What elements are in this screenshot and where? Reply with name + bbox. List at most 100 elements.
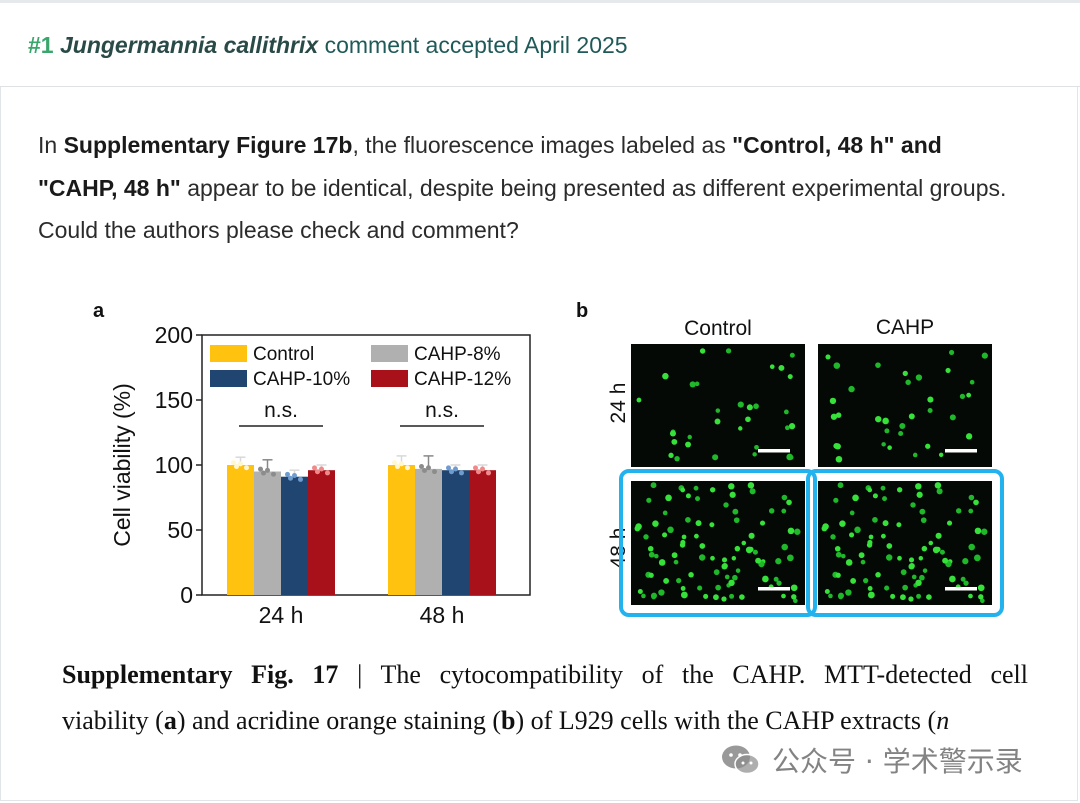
cell-dot — [651, 594, 657, 600]
cell-dot — [648, 551, 655, 558]
cell-dot — [939, 549, 945, 555]
cell-dot — [908, 596, 914, 602]
cell-dot — [919, 574, 925, 581]
data-point — [298, 476, 303, 482]
y-tick-label: 50 — [167, 517, 193, 543]
column-label-cahp: CAHP — [876, 316, 934, 339]
cell-dot — [896, 487, 903, 493]
cell-dot — [729, 593, 735, 599]
y-axis-label: Cell viability (%) — [109, 383, 135, 547]
cell-dot — [676, 577, 682, 584]
watermark: 公众号 · 学术警示录 — [720, 740, 1023, 780]
cell-dot — [721, 557, 728, 563]
cell-dot — [721, 563, 728, 570]
cell-dot — [835, 572, 841, 578]
cell-dot — [732, 508, 739, 515]
comment-bold-figure-ref: Supplementary Figure 17b — [63, 132, 353, 158]
cell-dot — [902, 584, 909, 591]
cell-dot — [775, 558, 782, 565]
cell-dot — [786, 554, 794, 562]
cell-dot — [868, 534, 874, 540]
cell-dot — [728, 483, 735, 490]
cell-dot — [685, 441, 692, 448]
cell-dot — [789, 352, 795, 358]
data-point — [258, 466, 263, 472]
x-tick-label: 48 h — [420, 602, 465, 628]
cell-dot — [968, 593, 973, 599]
cell-dot — [755, 557, 762, 564]
cell-dot — [781, 593, 786, 599]
cell-dot — [925, 443, 931, 449]
legend-label: CAHP-8% — [414, 344, 501, 365]
top-border — [0, 0, 1080, 3]
cell-dot — [965, 433, 973, 440]
comment-title[interactable]: #1 Jungermannia callithrix comment accep… — [28, 32, 628, 59]
scale-bar — [758, 587, 790, 591]
data-point — [231, 460, 236, 466]
comment-status: comment accepted April 2025 — [324, 32, 628, 58]
data-point — [446, 465, 451, 471]
cell-dot — [902, 370, 908, 377]
cell-dot — [787, 374, 793, 380]
cell-dot — [745, 546, 753, 554]
cell-dot — [942, 557, 949, 564]
cell-dot — [898, 430, 904, 437]
cell-dot — [834, 545, 841, 552]
cell-dot — [882, 496, 887, 502]
cell-dot — [850, 577, 857, 584]
cell-dot — [849, 510, 855, 516]
cell-dot — [959, 393, 966, 399]
cell-dot — [669, 430, 676, 437]
cell-dot — [973, 554, 981, 562]
cell-dot — [920, 517, 927, 524]
data-point — [234, 464, 239, 470]
cell-dot — [787, 527, 795, 535]
cell-dot — [668, 452, 674, 458]
cell-dot — [703, 593, 709, 599]
cell-dot — [908, 413, 915, 420]
cell-dot — [845, 559, 853, 566]
cell-dot — [966, 392, 972, 398]
legend-swatch — [371, 345, 408, 362]
caption-bold-title: Supplementary Fig. 17 — [62, 660, 339, 689]
cell-dot — [841, 553, 846, 559]
significance-label: n.s. — [264, 399, 298, 422]
row-label-48h: 48 h — [607, 528, 630, 569]
cell-dot — [918, 556, 924, 561]
cell-dot — [900, 594, 906, 601]
caption-text-1: | The cytocompatibility of the CAHP. MTT… — [338, 660, 1028, 689]
cell-dot — [945, 367, 951, 373]
cell-dot — [837, 482, 844, 489]
species-name: Jungermannia callithrix — [59, 32, 319, 58]
bar — [388, 465, 415, 595]
cell-dot — [713, 594, 719, 601]
cell-dot — [910, 502, 916, 508]
comment-header: #1 Jungermannia callithrix comment accep… — [0, 4, 1080, 87]
cell-dot — [783, 409, 789, 415]
cell-dot — [759, 520, 766, 526]
cell-dot — [748, 532, 755, 539]
cell-dot — [973, 499, 979, 506]
cell-dot — [794, 528, 801, 535]
cell-dot — [781, 543, 788, 551]
image-background — [818, 344, 992, 467]
data-point — [325, 470, 330, 476]
comment-number: #1 — [28, 32, 54, 58]
scale-bar — [945, 449, 977, 453]
cell-dot — [680, 487, 686, 493]
cell-dot — [955, 508, 962, 514]
cell-dot — [881, 442, 886, 447]
cell-dot — [921, 545, 928, 552]
cell-dot — [908, 563, 915, 570]
cell-dot — [915, 579, 922, 587]
data-point — [426, 465, 431, 471]
cell-dot — [753, 403, 759, 410]
cell-dot — [875, 572, 881, 578]
cell-dot — [872, 493, 878, 499]
cell-dot — [882, 520, 889, 527]
y-tick-label: 100 — [155, 452, 193, 478]
cell-dot — [885, 554, 893, 561]
cell-dot — [735, 568, 741, 573]
cell-dot — [737, 401, 744, 408]
caption-line-2: viability (a) and acridine orange staini… — [62, 698, 1028, 744]
